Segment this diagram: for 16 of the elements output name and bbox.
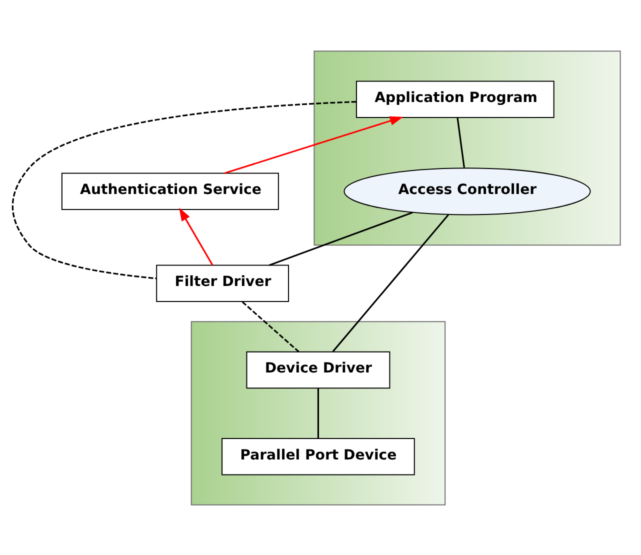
- node-box: Filter Driver: [156, 264, 289, 302]
- node-box: Parallel Port Device: [222, 437, 415, 475]
- connector: [12, 100, 356, 279]
- arrow: [224, 116, 404, 174]
- arrow: [179, 207, 214, 265]
- node-box: Application Program: [356, 80, 554, 118]
- cluster: [190, 320, 446, 505]
- node-ellipse: Access Controller: [344, 167, 591, 215]
- connector: [242, 300, 300, 352]
- node-box: Device Driver: [246, 350, 390, 388]
- connector: [332, 214, 449, 352]
- cluster: [314, 50, 621, 246]
- connector: [317, 388, 320, 438]
- connector: [268, 211, 413, 266]
- connector: [456, 117, 465, 168]
- node-box: Authentication Service: [61, 172, 279, 210]
